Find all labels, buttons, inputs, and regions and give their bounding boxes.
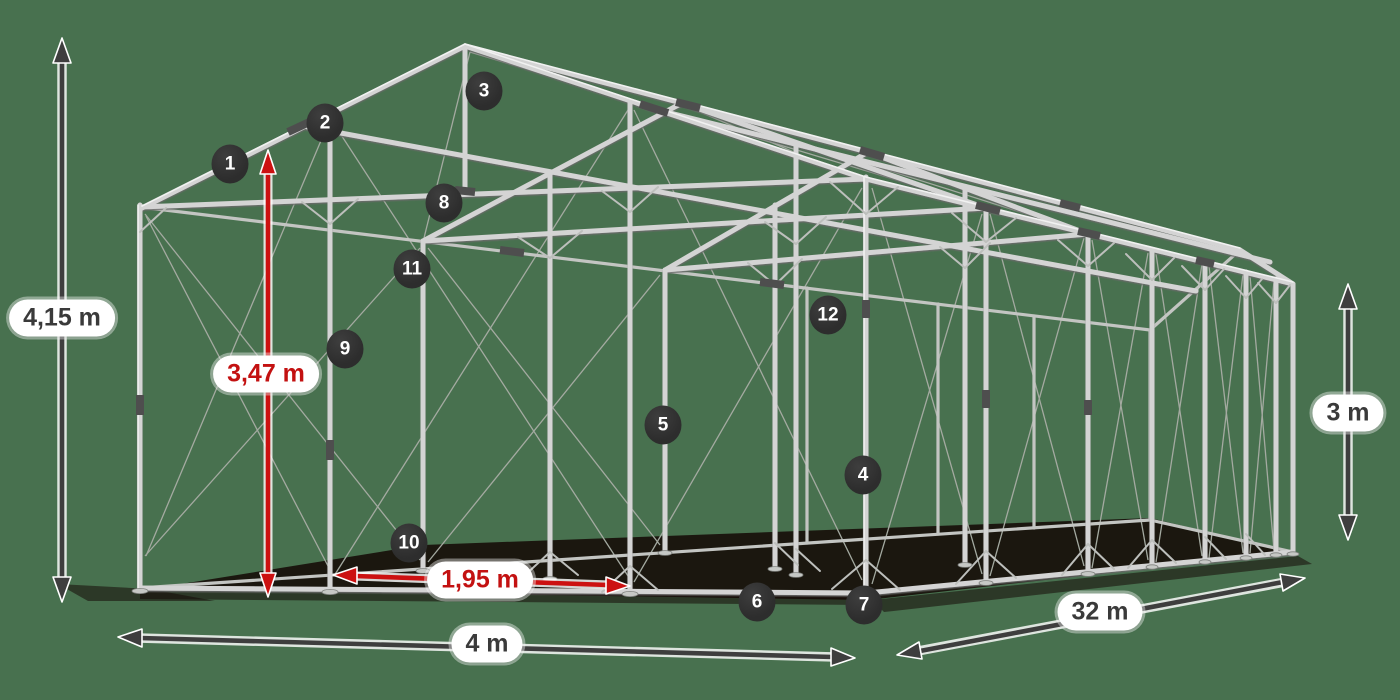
- base-plates: [131, 550, 1300, 600]
- tube-connectors: [136, 98, 1215, 460]
- frame-tubes: [137, 43, 1296, 596]
- arrow-inner-height: [259, 149, 277, 598]
- arrow-total-height: [52, 37, 72, 603]
- arrow-side-height: [1338, 283, 1358, 541]
- bracing-cables: [144, 51, 1275, 585]
- ground-shadow: [58, 518, 1312, 612]
- knee-braces: [139, 181, 1291, 593]
- arrow-width: [117, 628, 856, 667]
